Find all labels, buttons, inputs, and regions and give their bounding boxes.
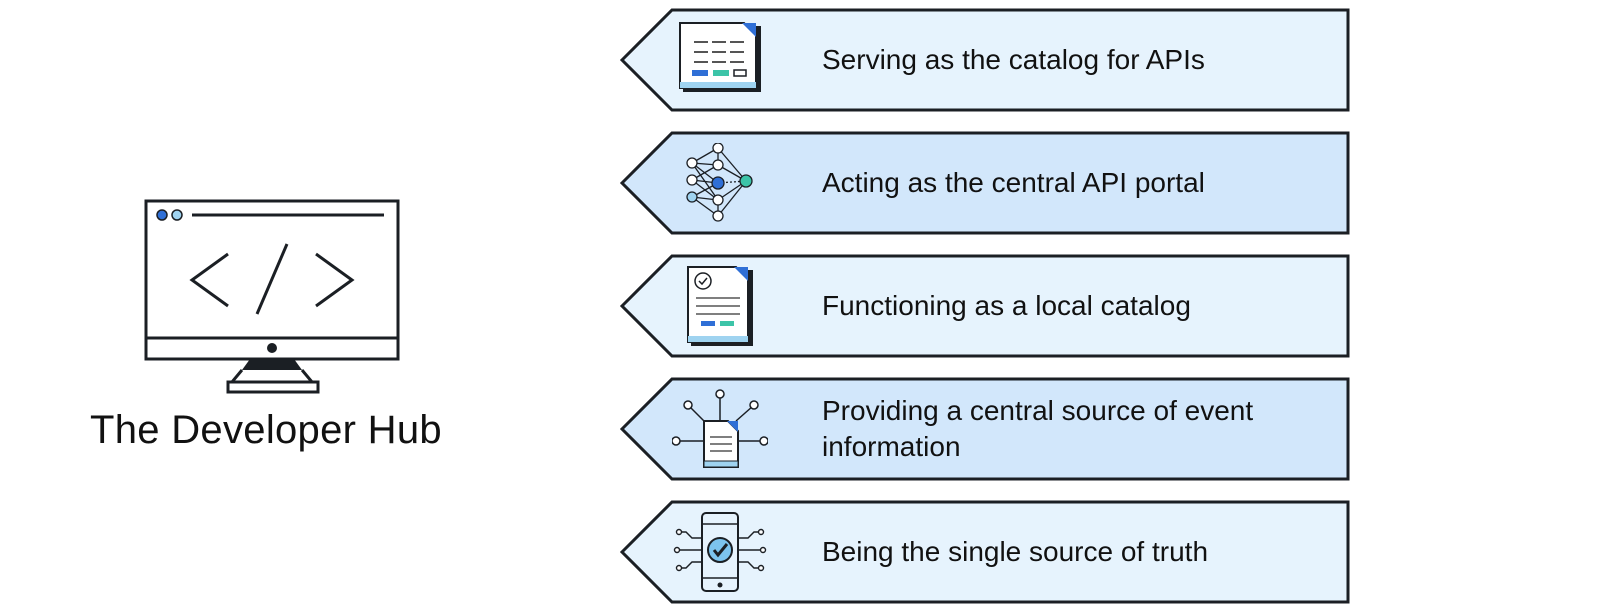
arrow-tag-shape [620,254,1350,358]
mobile-check-icon [673,512,767,592]
item-local-catalog: Functioning as a local catalog [620,254,1350,358]
item-event-information: Providing a central source of event info… [620,377,1350,481]
item-label: Being the single source of truth [822,536,1209,567]
arrow-tag-shape [620,500,1350,604]
network-portal-icon [686,143,753,222]
checked-document-icon [687,266,753,346]
item-label: Serving as the catalog for APIs [822,44,1205,75]
item-single-source-of-truth: Being the single source of truth [620,500,1350,604]
arrow-tag-shape [620,131,1350,235]
item-label: Acting as the central API portal [822,167,1205,198]
document-catalog-icon [679,22,761,92]
hub-title: The Developer Hub [90,408,442,452]
item-label: Providing a central source of event info… [822,395,1254,462]
item-api-catalog: Serving as the catalog for APIs [620,8,1350,112]
arrow-tag-shape [620,377,1350,481]
arrow-tag-shape [620,8,1350,112]
code-monitor-icon [144,199,400,394]
document-hub-icon [672,389,768,468]
item-label: Functioning as a local catalog [822,290,1191,321]
item-api-portal: Acting as the central API portal [620,131,1350,235]
